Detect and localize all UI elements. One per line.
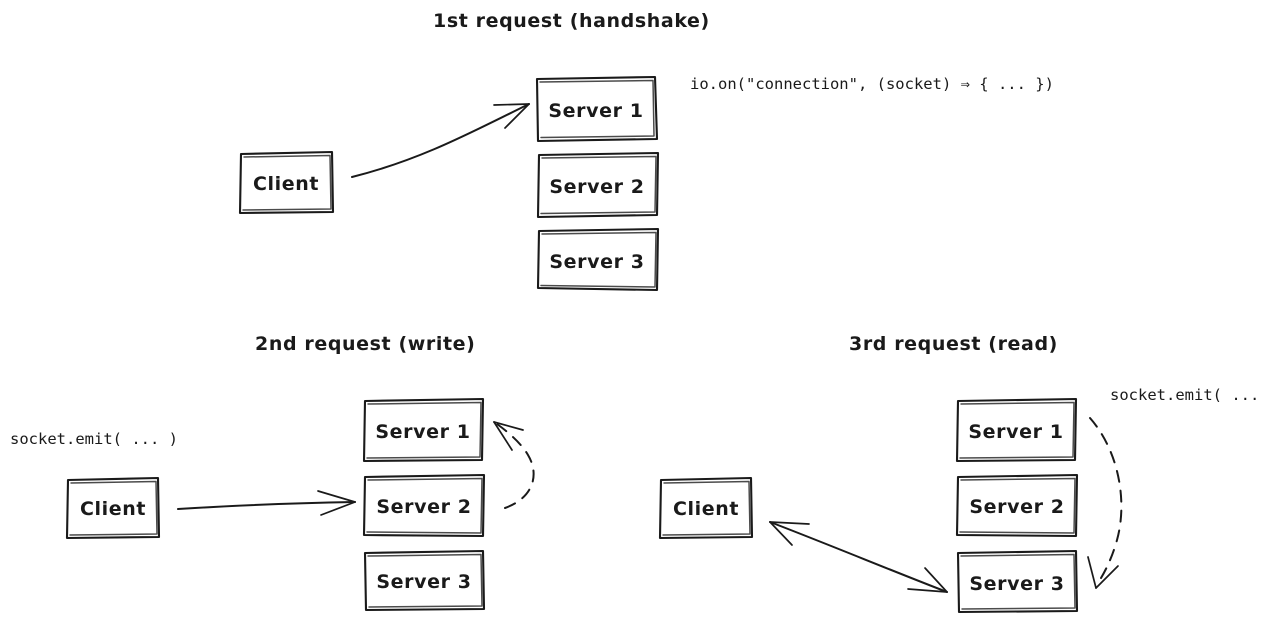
box-server2-write [362, 473, 486, 538]
box-client-read [658, 476, 754, 540]
arrow-client-to-server1-handshake [351, 103, 530, 178]
box-server3-write [363, 549, 486, 612]
label-server3-handshake: Server 3 [549, 251, 644, 273]
code-label-read: socket.emit( ... ) [1110, 386, 1271, 404]
dashed-arrow-server1-to-server3-read [1087, 417, 1123, 589]
box-server3-read [956, 549, 1079, 614]
label-client-handshake: Client [253, 173, 319, 195]
box-client-write [65, 476, 161, 540]
box-server2-handshake [536, 151, 660, 219]
box-server3-handshake [536, 227, 660, 292]
label-server2-write: Server 2 [376, 496, 471, 518]
box-server1-handshake [535, 75, 659, 143]
label-client-read: Client [673, 498, 739, 520]
box-server1-write [362, 397, 485, 463]
arrow-client-to-server2-write [177, 490, 356, 516]
box-client-handshake [238, 150, 335, 215]
label-server1-write: Server 1 [375, 421, 470, 443]
label-server2-handshake: Server 2 [549, 176, 644, 198]
label-client-write: Client [80, 498, 146, 520]
arrow-client-server3-read [769, 521, 948, 593]
label-server1-read: Server 1 [968, 421, 1063, 443]
label-server2-read: Server 2 [969, 496, 1064, 518]
label-server3-read: Server 3 [969, 573, 1064, 595]
section-title-handshake: 1st request (handshake) [433, 10, 710, 32]
section-title-write: 2nd request (write) [255, 333, 475, 355]
section-title-read: 3rd request (read) [849, 333, 1058, 355]
label-server1-handshake: Server 1 [548, 100, 643, 122]
label-server3-write: Server 3 [376, 571, 471, 593]
code-label-handshake: io.on("connection", (socket) ⇒ { ... }) [690, 75, 1054, 93]
box-server2-read [955, 473, 1079, 538]
code-label-write: socket.emit( ... ) [10, 430, 178, 448]
dashed-arrow-server2-to-server1-write [493, 421, 535, 509]
box-server1-read [955, 397, 1078, 463]
